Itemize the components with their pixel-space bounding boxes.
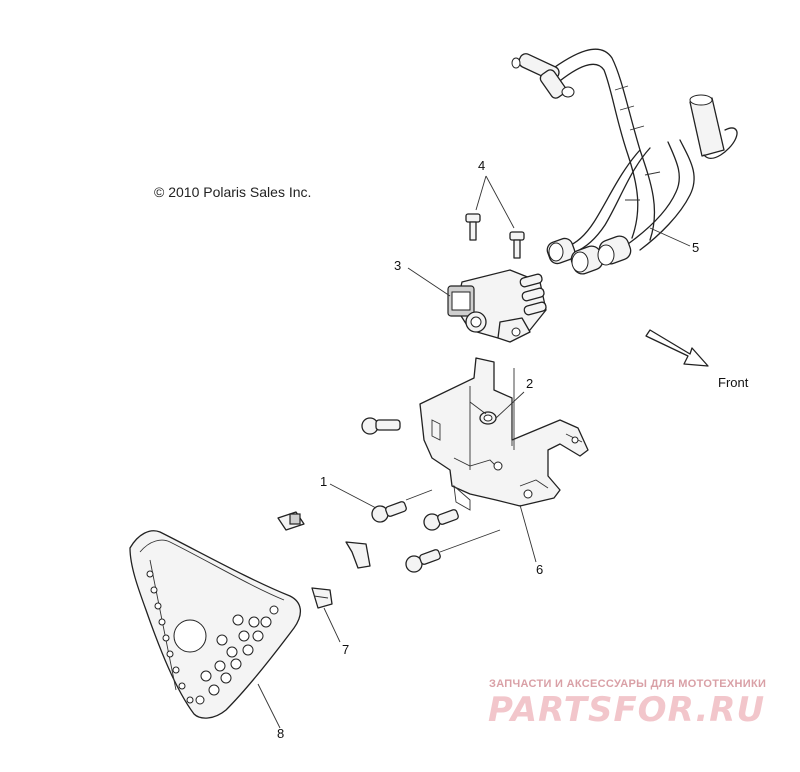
hose-assembly <box>511 48 738 275</box>
mounting-bracket <box>419 357 589 563</box>
callout-7: 7 <box>342 642 350 657</box>
callout-5: 5 <box>692 240 700 255</box>
callout-3: 3 <box>394 258 402 273</box>
callout-2: 2 <box>526 376 534 391</box>
perforated-cover <box>129 530 301 729</box>
hose-clamp <box>469 391 525 425</box>
copyright-notice: © 2010 Polaris Sales Inc. <box>154 184 312 200</box>
retaining-clips <box>277 511 371 643</box>
callout-8: 8 <box>277 726 285 741</box>
callout-4: 4 <box>478 158 486 173</box>
watermark-logo: PARTSFOR.RU <box>488 690 766 730</box>
bracket-bolts <box>329 417 501 573</box>
callout-1: 1 <box>320 474 328 489</box>
watermark-tagline: ЗАПЧАСТИ И АКСЕССУАРЫ ДЛЯ МОТОТЕХНИКИ <box>489 678 767 690</box>
front-arrow <box>645 329 709 367</box>
callout-6: 6 <box>536 562 544 577</box>
front-direction-label: Front <box>718 375 749 390</box>
valve-assembly <box>407 267 547 343</box>
mounting-screws <box>465 175 525 259</box>
